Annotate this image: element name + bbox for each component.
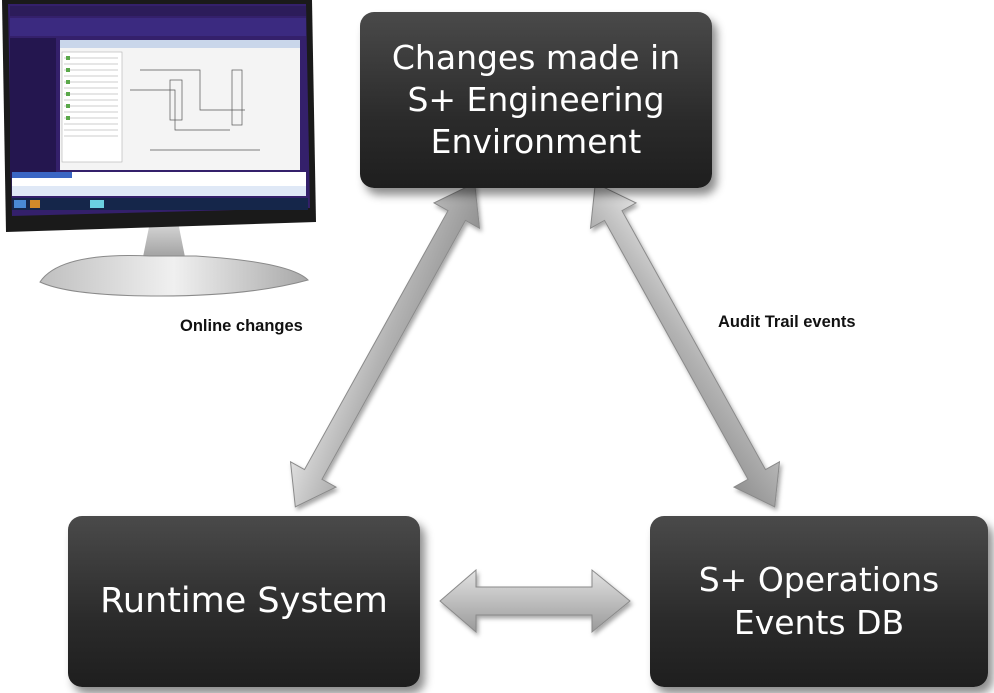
desktop-monitor-icon	[2, 0, 316, 297]
audit-trail-events-label: Audit Trail events	[718, 313, 856, 331]
operations-events-db-node: S+ Operations Events DB	[650, 516, 988, 687]
runtime-system-node: Runtime System	[68, 516, 420, 687]
audit-trail-arrow	[589, 182, 781, 508]
runtime-operations-arrow	[439, 568, 631, 634]
runtime-system-label: Runtime System	[100, 581, 388, 622]
online-changes-label: Online changes	[180, 317, 303, 335]
online-changes-arrow	[289, 182, 481, 508]
engineering-environment-label: Changes made in S+ Engineering Environme…	[391, 37, 681, 162]
engineering-environment-node: Changes made in S+ Engineering Environme…	[360, 12, 712, 188]
operations-events-db-label: S+ Operations Events DB	[698, 560, 940, 642]
